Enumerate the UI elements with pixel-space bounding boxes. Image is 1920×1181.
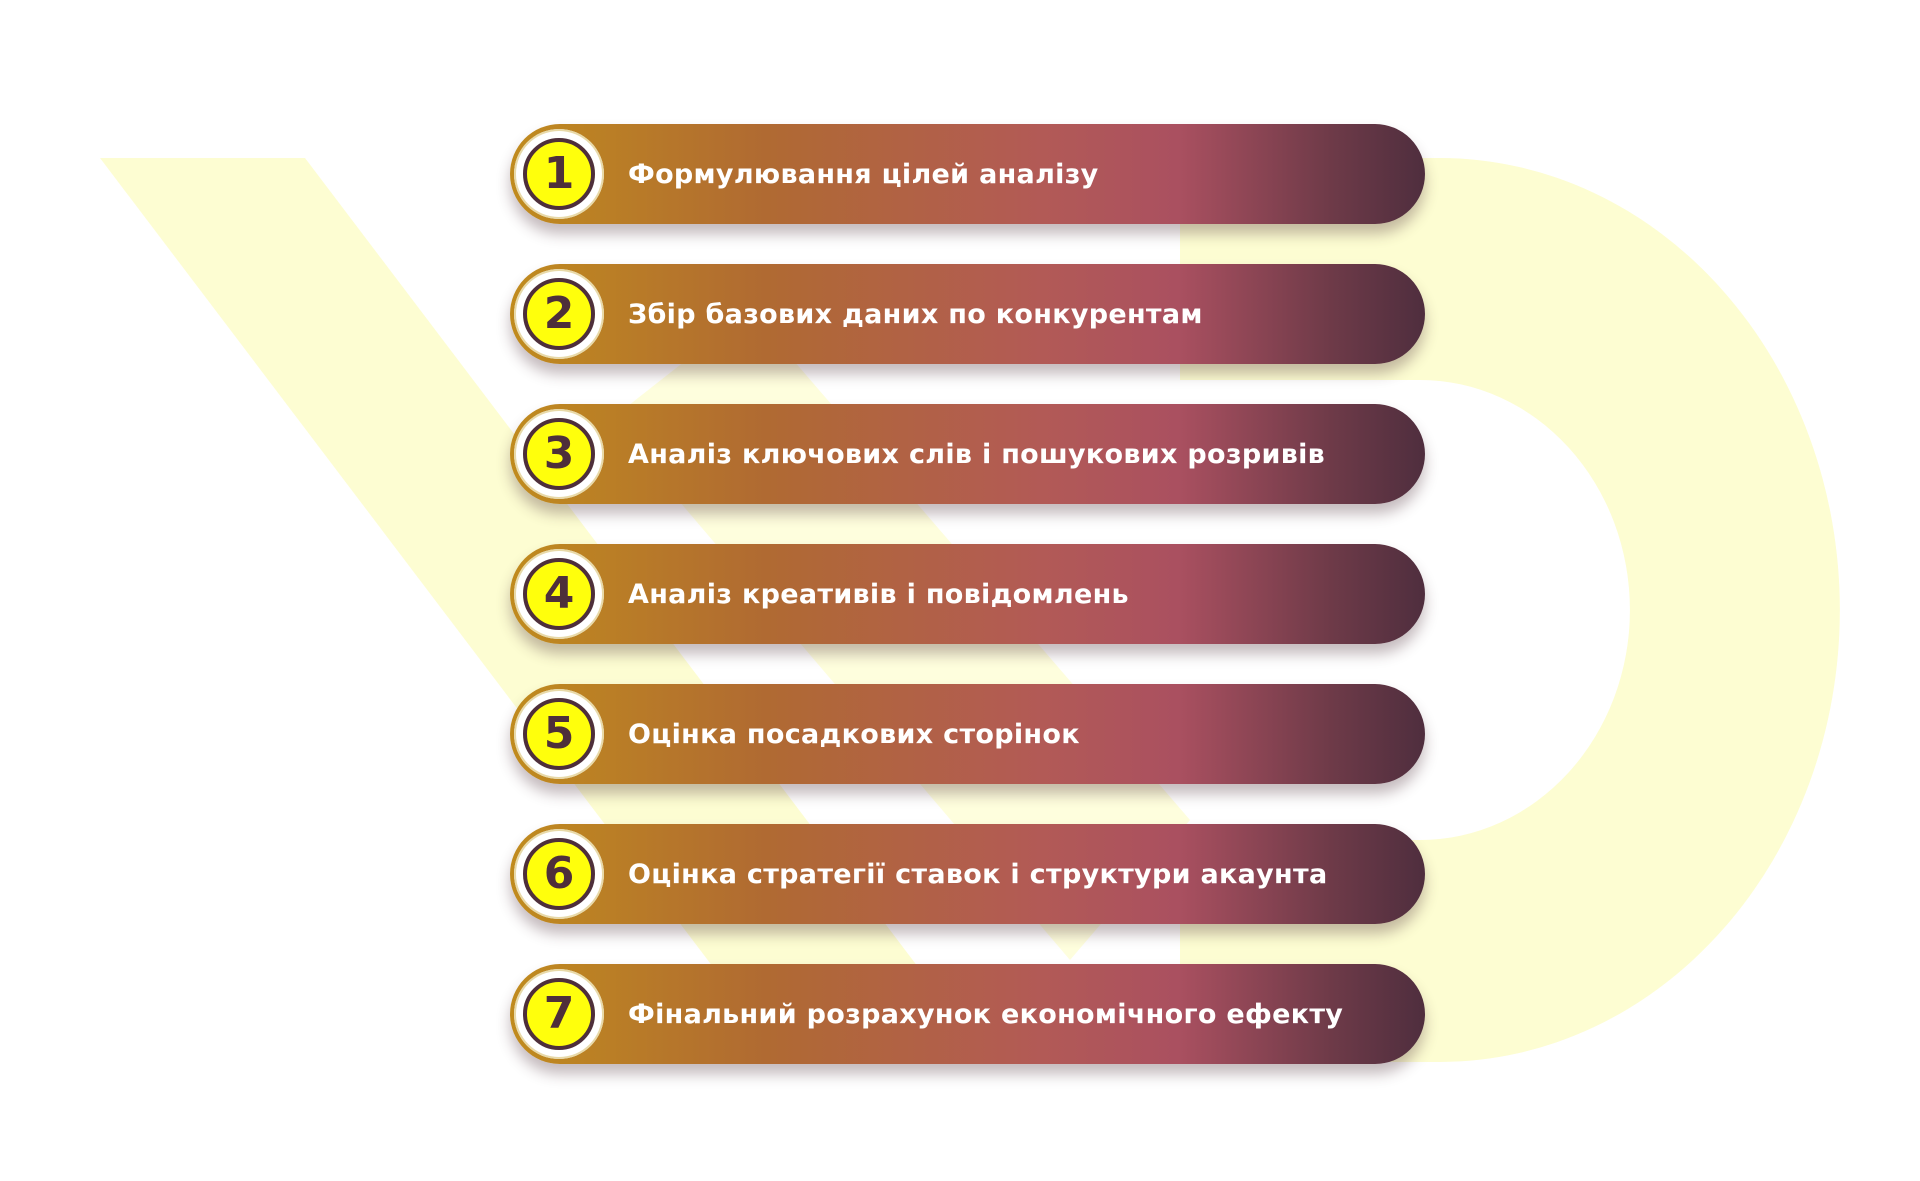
step-number-badge: 7 xyxy=(514,969,604,1059)
step-number-circle: 2 xyxy=(523,278,595,350)
step-6: 6 Оцінка стратегії ставок і структури ак… xyxy=(510,824,1425,924)
step-number-circle: 5 xyxy=(523,698,595,770)
step-number-badge: 2 xyxy=(514,269,604,359)
step-number-circle: 4 xyxy=(523,558,595,630)
step-number-circle: 6 xyxy=(523,838,595,910)
step-number-circle: 3 xyxy=(523,418,595,490)
step-label: Аналіз креативів і повідомлень xyxy=(628,578,1129,610)
step-number: 7 xyxy=(543,988,575,1039)
step-label: Оцінка стратегії ставок і структури акау… xyxy=(628,858,1328,890)
step-number-badge: 5 xyxy=(514,689,604,779)
step-7: 7 Фінальний розрахунок економічного ефек… xyxy=(510,964,1425,1064)
step-label: Формулювання цілей аналізу xyxy=(628,158,1099,190)
step-number: 3 xyxy=(543,428,575,479)
step-5: 5 Оцінка посадкових сторінок xyxy=(510,684,1425,784)
step-label: Фінальний розрахунок економічного ефекту xyxy=(628,998,1344,1030)
step-number-badge: 3 xyxy=(514,409,604,499)
step-label: Збір базових даних по конкурентам xyxy=(628,298,1203,330)
step-number: 1 xyxy=(543,148,575,199)
step-number: 5 xyxy=(543,708,575,759)
process-steps-list: 1 Формулювання цілей аналізу 2 Збір базо… xyxy=(510,124,1425,1104)
step-number-circle: 1 xyxy=(523,138,595,210)
step-number-badge: 4 xyxy=(514,549,604,639)
step-1: 1 Формулювання цілей аналізу xyxy=(510,124,1425,224)
step-3: 3 Аналіз ключових слів і пошукових розри… xyxy=(510,404,1425,504)
step-number-badge: 6 xyxy=(514,829,604,919)
step-number: 6 xyxy=(543,848,575,899)
step-number-circle: 7 xyxy=(523,978,595,1050)
step-label: Аналіз ключових слів і пошукових розриві… xyxy=(628,438,1326,470)
step-2: 2 Збір базових даних по конкурентам xyxy=(510,264,1425,364)
logo-d-shape xyxy=(1180,158,1840,1062)
step-4: 4 Аналіз креативів і повідомлень xyxy=(510,544,1425,644)
step-label: Оцінка посадкових сторінок xyxy=(628,718,1080,750)
step-number: 4 xyxy=(543,568,575,619)
step-number-badge: 1 xyxy=(514,129,604,219)
step-number: 2 xyxy=(543,288,575,339)
